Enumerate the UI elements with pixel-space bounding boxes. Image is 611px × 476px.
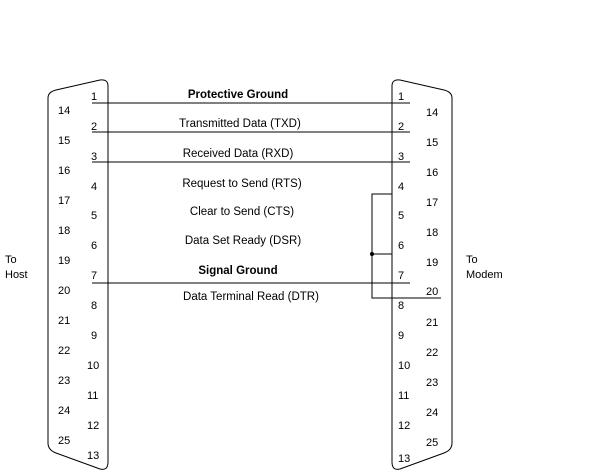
right-pin-number: 1	[398, 91, 404, 103]
right-pin-number: 4	[398, 181, 404, 193]
left-pin-number: 25	[58, 435, 70, 447]
left-pin-number: 13	[87, 450, 99, 462]
right-pin-number: 17	[426, 197, 438, 209]
signal-label: Clear to Send (CTS)	[190, 206, 294, 218]
left-connector-outline	[47, 79, 109, 470]
left-pin-number: 10	[87, 360, 99, 372]
right-pin-number: 10	[398, 360, 410, 372]
jumper-pin-4	[371, 193, 441, 299]
left-pin-number: 15	[58, 135, 70, 147]
left-pin-number: 11	[87, 390, 98, 402]
left-pin-number: 18	[58, 225, 70, 237]
left-pin-number: 16	[58, 165, 70, 177]
right-pin-number: 11	[398, 390, 409, 402]
signal-label: Received Data (RXD)	[183, 148, 294, 160]
jumper-junction-dot	[370, 252, 374, 256]
right-pin-number: 2	[398, 121, 404, 133]
left-pin-number: 4	[91, 181, 97, 193]
left-pin-number: 12	[87, 420, 99, 432]
right-pin-number: 16	[426, 167, 438, 179]
left-pin-number: 22	[58, 345, 70, 357]
signal-label: Data Set Ready (DSR)	[185, 235, 301, 247]
right-side-label: To	[466, 254, 478, 266]
signal-label: Request to Send (RTS)	[182, 178, 301, 190]
signal-label: Protective Ground	[188, 89, 288, 101]
signal-label: Data Terminal Read (DTR)	[183, 291, 319, 303]
left-pin-number: 9	[91, 330, 97, 342]
right-pin-number: 8	[398, 300, 404, 312]
left-pin-number: 23	[58, 375, 70, 387]
right-pin-number: 15	[426, 137, 438, 149]
left-pin-number: 17	[58, 195, 70, 207]
left-pin-number: 2	[91, 121, 97, 133]
right-pin-number: 9	[398, 330, 404, 342]
left-pin-number: 8	[91, 300, 97, 312]
right-pin-number: 19	[426, 257, 438, 269]
right-pin-number: 14	[426, 107, 438, 119]
right-pin-number: 5	[398, 210, 404, 222]
left-side-label: To	[5, 254, 17, 266]
signal-label: Signal Ground	[198, 265, 277, 277]
left-pin-number: 24	[58, 405, 70, 417]
right-pin-number: 22	[426, 347, 438, 359]
right-pin-number: 7	[398, 270, 404, 282]
left-pin-number: 7	[91, 270, 97, 282]
right-connector-outline	[391, 79, 453, 470]
right-pin-number: 6	[398, 240, 404, 252]
left-pin-number: 19	[58, 255, 70, 267]
left-side-label: Host	[5, 269, 28, 281]
left-pin-number: 14	[58, 105, 70, 117]
right-pin-number: 20	[426, 286, 438, 298]
right-pin-number: 18	[426, 227, 438, 239]
right-pin-number: 3	[398, 151, 404, 163]
left-pin-number: 3	[91, 151, 97, 163]
left-pin-number: 21	[58, 315, 70, 327]
right-pin-number: 21	[426, 317, 438, 329]
left-pin-number: 5	[91, 210, 97, 222]
right-side-label: Modem	[466, 269, 503, 281]
left-pin-number: 20	[58, 285, 70, 297]
right-pin-number: 13	[398, 453, 410, 465]
right-pin-number: 23	[426, 377, 438, 389]
right-pin-number: 25	[426, 437, 438, 449]
right-pin-number: 12	[398, 420, 410, 432]
right-pin-number: 24	[426, 407, 438, 419]
left-pin-number: 6	[91, 240, 97, 252]
left-pin-number: 1	[91, 91, 97, 103]
signal-label: Transmitted Data (TXD)	[179, 118, 301, 130]
